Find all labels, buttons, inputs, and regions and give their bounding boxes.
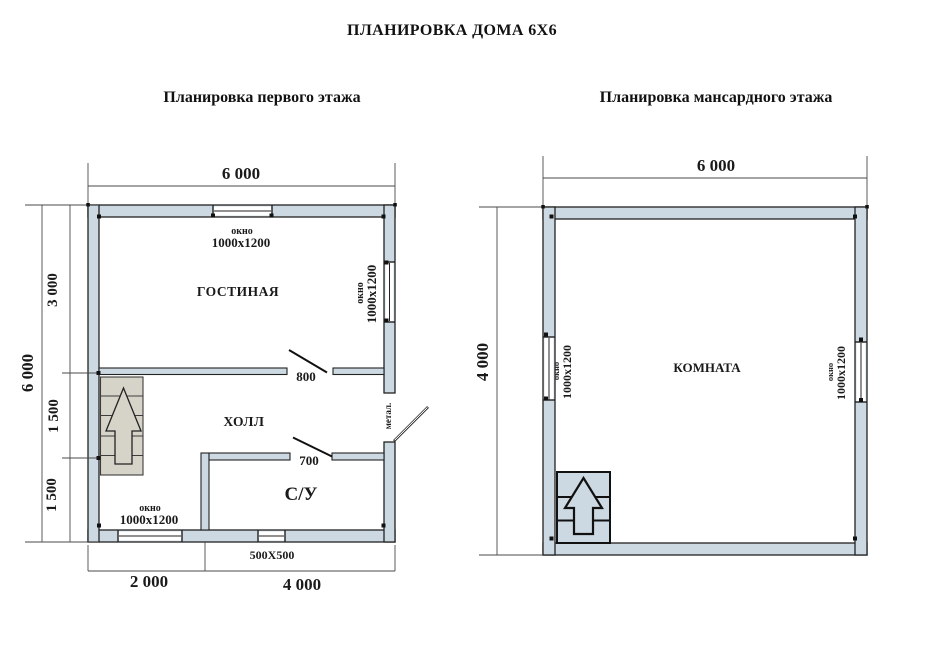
attic-floor-subtitle: Планировка мансардного этажа — [599, 89, 833, 106]
door-leaf-living — [288, 349, 328, 374]
dim-ff-height-mid: 1 500 — [46, 399, 62, 433]
attic-stairs — [556, 471, 611, 544]
dim-attic-width-top: 6 000 — [697, 156, 735, 175]
first-floor-window-bottom-symbol — [117, 530, 183, 542]
door-metal-label: метал. — [383, 403, 393, 430]
attic-window-right-symbol — [855, 341, 867, 403]
attic-exterior-walls — [542, 206, 868, 556]
dim-ff-height-bottom: 1 500 — [44, 478, 60, 512]
window-right-label: окно — [355, 282, 366, 304]
door-living-width-label: 800 — [296, 369, 316, 384]
dim-attic-height-total: 4 000 — [473, 343, 492, 381]
first-floor-window-small-symbol — [257, 530, 286, 542]
attic-floor-plan: 6 000 4 000 окно 1000х1200 окно 1000х120… — [473, 156, 869, 556]
room-label-living: ГОСТИНАЯ — [197, 284, 279, 299]
attic-window-left-symbol — [543, 336, 555, 401]
room-label-attic: КОМНАТА — [673, 360, 741, 375]
dim-ff-width-top: 6 000 — [222, 164, 260, 183]
attic-window-right-size: 1000х1200 — [834, 346, 848, 400]
attic-window-right-label: окно — [825, 363, 835, 381]
window-top-label: окно — [231, 226, 253, 237]
window-top-size: 1000х1200 — [212, 235, 271, 250]
attic-window-left-label: окно — [551, 362, 561, 380]
page-title: ПЛАНИРОВКА ДОМА 6Х6 — [346, 22, 558, 39]
door-leaf-bathroom — [292, 436, 333, 458]
window-right-size: 1000х1200 — [364, 265, 379, 324]
first-floor-window-right-symbol — [384, 261, 395, 323]
stairs-up-arrow — [105, 386, 142, 465]
dim-ff-bottom-right: 4 000 — [283, 575, 321, 594]
attic-window-left-size: 1000х1200 — [560, 345, 574, 399]
dim-ff-bottom-left: 2 000 — [130, 572, 168, 591]
door-leaf-entrance-metal — [393, 406, 429, 442]
dim-ff-height-living: 3 000 — [45, 273, 61, 307]
first-floor-stairs — [99, 376, 144, 476]
first-floor-dimension-lines — [25, 163, 396, 572]
stairs-up-arrow — [563, 475, 604, 536]
window-bottom-size: 1000х1200 — [120, 512, 179, 527]
first-floor-subtitle: Планировка первого этажа — [163, 89, 361, 106]
room-label-bathroom: С/У — [285, 484, 318, 505]
dim-ff-height-total: 6 000 — [18, 354, 37, 392]
first-floor-junction-markers — [86, 203, 397, 528]
first-floor-window-top-symbol — [212, 205, 273, 217]
room-label-hall: ХОЛЛ — [223, 414, 264, 429]
first-floor-plan: 6 000 6 000 3 000 1 500 1 500 2 000 4 00… — [18, 163, 429, 594]
door-bathroom-width-label: 700 — [299, 453, 319, 468]
attic-junction-markers — [541, 205, 869, 541]
window-bottom-label: окно — [139, 503, 161, 514]
window-small-size-label: 500Х500 — [250, 548, 295, 562]
attic-dimension-lines — [479, 156, 868, 556]
